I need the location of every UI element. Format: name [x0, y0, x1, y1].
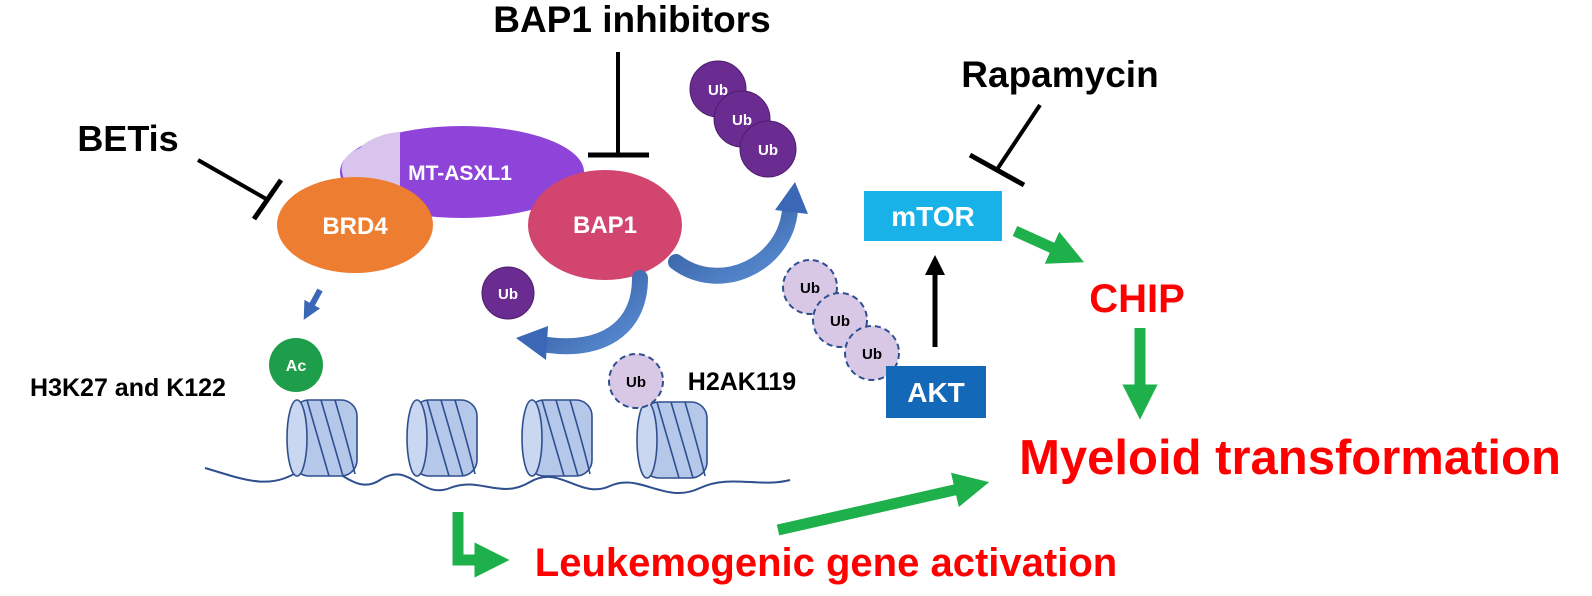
mtor-label: mTOR [891, 201, 975, 232]
ub-label: Ub [830, 313, 850, 330]
brd4-label: BRD4 [322, 213, 388, 240]
mt-asxl1-label: MT-ASXL1 [408, 162, 512, 185]
akt-label: AKT [907, 377, 965, 408]
bap1-protein: BAP1 [528, 170, 682, 280]
rapamycin-inhibition [968, 103, 1042, 188]
bap1-inhibition [588, 52, 649, 158]
ub-free-mark: Ub [481, 266, 535, 320]
betis-inhibition [197, 158, 284, 221]
akt-box: AKT [886, 366, 986, 418]
mtor-to-chip-arrow [1012, 225, 1085, 264]
gene-activation-bent-arrow [452, 512, 510, 578]
nucleosome-2 [406, 399, 478, 477]
brd4-protein: BRD4 [277, 177, 433, 273]
ub-chain-light: Ub Ub Ub [782, 259, 900, 381]
ub-label: Ub [758, 142, 778, 159]
nucleosome-3 [521, 399, 593, 477]
bap1-label: BAP1 [573, 212, 637, 239]
ub-chain-dark: Ub Ub Ub [689, 60, 797, 178]
bap1-deub-chain-arrow [668, 202, 798, 284]
brd4-to-ac-arrow [303, 288, 323, 320]
acetyl-mark: Ac [269, 338, 323, 392]
h2ak119-ub-mark: Ub [608, 353, 664, 409]
h2ak119-label: H2AK119 [688, 368, 796, 396]
ub-label: Ub [498, 286, 518, 303]
chip-label: CHIP [1089, 277, 1185, 321]
mtor-box: mTOR [864, 191, 1002, 241]
ub-label: Ub [862, 346, 882, 363]
ac-label: Ac [286, 358, 307, 375]
ub-label: Ub [626, 374, 646, 391]
ub-arrow-head-2 [775, 182, 808, 214]
bap1-inhibitors-label: BAP1 inhibitors [493, 0, 771, 40]
ub-arrow-head-1 [516, 326, 548, 360]
ub-label: Ub [708, 82, 728, 99]
leukemogenic-to-myeloid-arrow [776, 472, 990, 536]
betis-label: BETis [77, 118, 178, 159]
myeloid-transformation-label: Myeloid transformation [1019, 431, 1561, 485]
bap1-release-ub-arrow [540, 270, 648, 355]
nucleosome-4 [636, 401, 708, 479]
h3k27-label: H3K27 and K122 [30, 374, 226, 402]
ub-label: Ub [732, 112, 752, 129]
ub-label: Ub [800, 280, 820, 297]
rapamycin-label: Rapamycin [961, 54, 1158, 95]
nucleosome-1 [286, 399, 358, 477]
leukemogenic-label: Leukemogenic gene activation [535, 541, 1117, 585]
